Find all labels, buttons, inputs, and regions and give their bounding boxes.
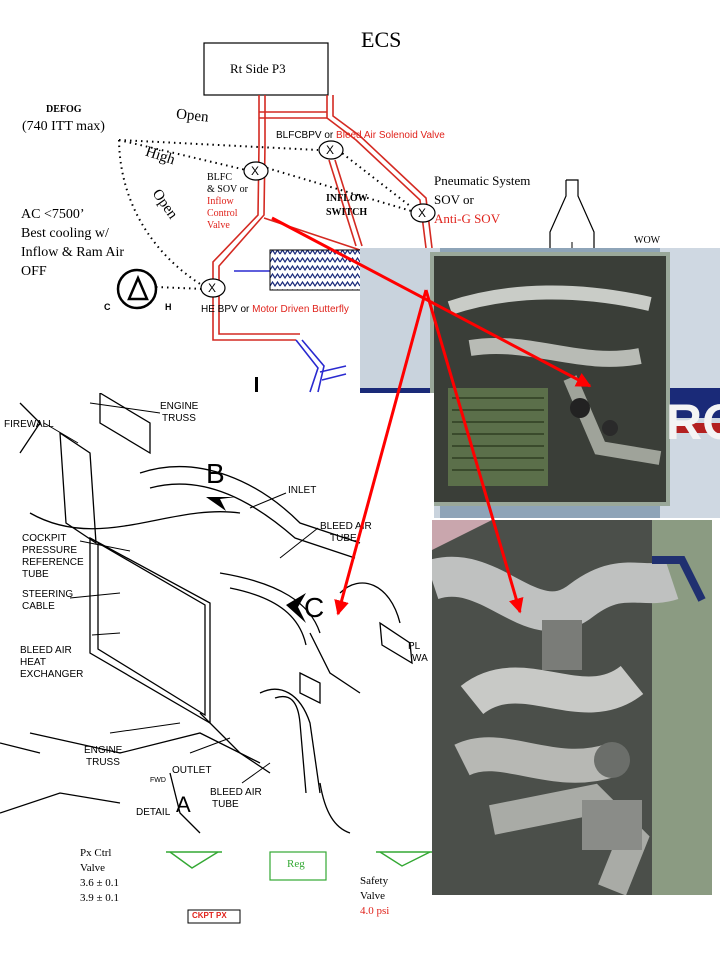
arrow-b-icon [206,497,236,511]
ckpt-px-label: CKPT PX [192,911,227,920]
p3-box [203,42,329,96]
temp-hot-label: H [165,302,172,312]
detail-drawing: ENGINE TRUSS FIREWALL INLET BLEED AIR TU… [0,393,434,848]
label-engine-truss-top-2: TRUSS [162,413,196,424]
he-bpv-label: HE BPV or Motor Driven Butterfly [201,304,349,315]
ecs-bay-photo: S. RO [360,248,720,518]
arrow-c-icon [286,593,306,623]
valve-closeup-photo [432,520,712,895]
label-hx-3: EXCHANGER [20,669,84,680]
wow-bottle-icon [566,179,595,248]
valves [200,140,436,298]
cold-air-lines [234,270,347,393]
valve-closeup-photo-art [432,520,712,895]
inflow-switch-label: INFLOW SWITCH [326,193,368,218]
detail-labels: ENGINE TRUSS FIREWALL INLET BLEED AIR TU… [0,393,434,848]
delta-icon [127,274,149,301]
temp-cold-label: C [104,302,111,312]
label-engine-truss-bot-2: TRUSS [86,757,120,768]
wow-label: WOW [634,235,661,246]
label-wa: WA [412,653,428,664]
label-bleed-air-2: BLEED AIR [210,787,262,798]
arrow-to-drawing [334,289,428,616]
blfc-sov-valve-mark: X [251,164,260,178]
label-letter-c: C [304,592,325,623]
label-hx-2: HEAT [20,657,46,668]
label-firewall: FIREWALL [4,419,54,430]
photo-lettering-ro: RO [666,394,720,450]
label-cockpit-3: REFERENCE [22,557,84,568]
label-fwd: FWD [150,777,166,784]
label-bleed-air-1: BLEED AIR [320,521,372,532]
label-engine-truss-bot: ENGINE [84,745,123,756]
control-lines [118,139,419,290]
label-pl: PL [408,641,421,652]
marker-bar [255,377,258,392]
page-title: ECS [361,27,402,52]
safety-valve-icon [379,851,431,867]
label-bleed-air-1b: TUBE [330,533,357,544]
defog-limit: (740 ITT max) [22,119,105,134]
label-hx-1: BLEED AIR [20,645,72,656]
arrow-to-closeup [424,289,524,614]
px-ctrl-valve-label: Px Ctrl Valve 3.6 ± 0.1 3.9 ± 0.1 [80,847,120,904]
pneumatic-valve-mark: X [418,206,427,220]
blfc-sov-valve-icon [243,161,269,181]
label-letter-a: A [176,792,191,817]
pneumatic-sov-label: Pneumatic System SOV or Anti-G SOV [434,173,531,226]
label-cockpit-4: TUBE [22,569,49,580]
safety-valve-label: Safety Valve 4.0 psi [360,875,390,917]
reg-box [269,851,327,881]
label-inlet: INLET [288,485,317,496]
label-steering-2: CABLE [22,601,55,612]
blfc-sov-label: BLFC & SOV or Inflow Control Valve [207,172,248,231]
reg-label: Reg [287,858,305,870]
label-letter-b: B [206,458,225,489]
pneumatic-sov-valve-icon [410,203,436,223]
he-bpv-valve-mark: X [208,281,217,295]
ac-note: AC <7500’ Best cooling w/ Inflow & Ram A… [21,207,125,279]
blfcbpv-valve-icon [318,140,344,160]
label-cockpit-1: COCKPIT [22,533,67,544]
label-cockpit-2: PRESSURE [22,545,78,556]
blfcbpv-valve-mark: X [326,143,335,157]
label-bleed-air-2b: TUBE [212,799,239,810]
label-outlet: OUTLET [172,765,212,776]
detail-drawing-art [0,393,413,834]
blfcbpv-label: BLFCBPV or Bleed Air Solenoid Valve [276,130,445,141]
px-ctrl-valve-icon [169,851,219,869]
label-steering-1: STEERING [22,589,74,600]
ckpt-px-box [187,909,241,924]
defog-label: DEFOG [46,104,82,115]
p3-box-label: Rt Side P3 [230,61,286,76]
he-bpv-valve-icon [200,278,226,298]
label-detail: DETAIL [136,807,171,818]
label-engine-truss-top: ENGINE [160,401,199,412]
